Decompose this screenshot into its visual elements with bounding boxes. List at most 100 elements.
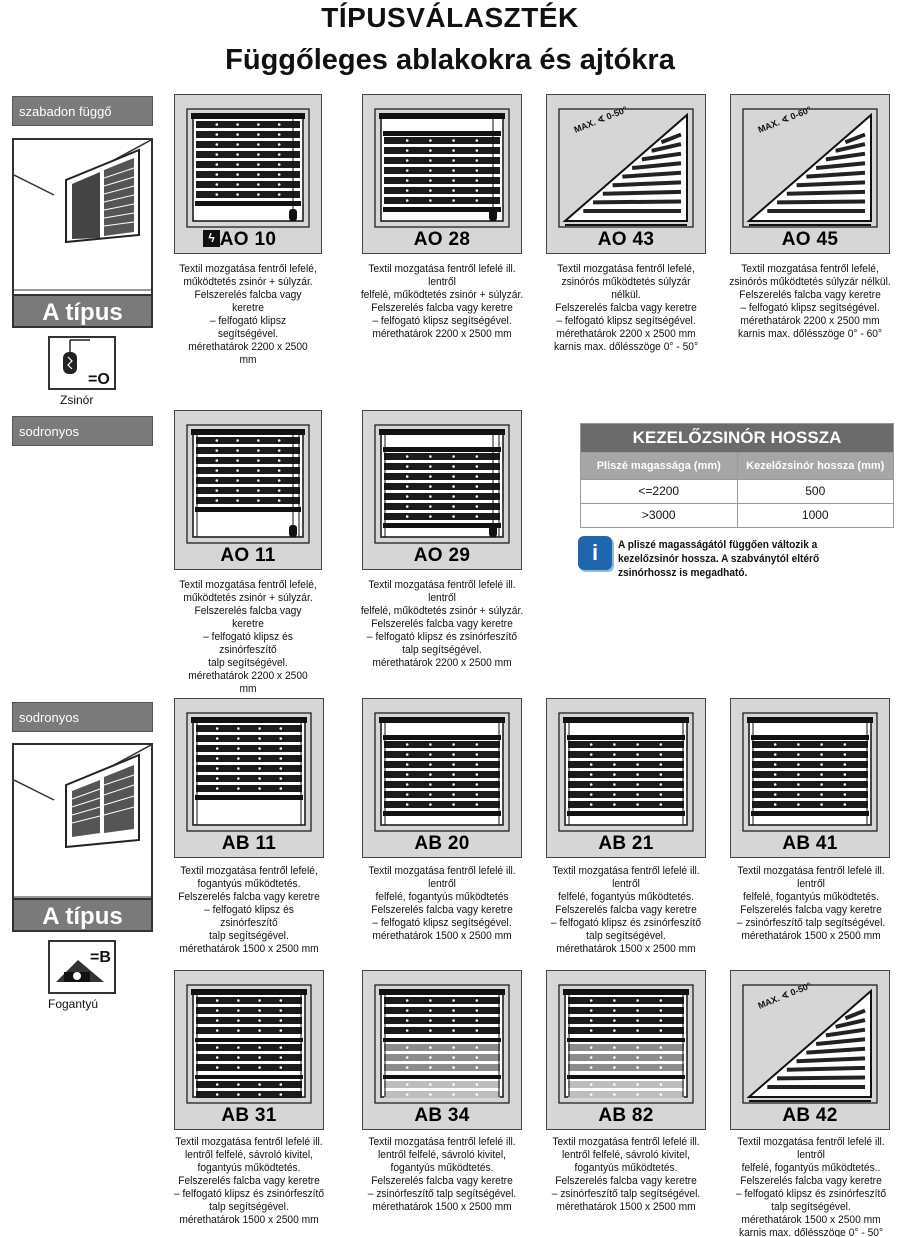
product-description: Textil mozgatása fentről lefelé, működte… [179, 263, 317, 366]
pleat [196, 765, 302, 772]
table-row: >3000 1000 [581, 503, 893, 527]
blind-diagram [186, 108, 310, 228]
type-banner: A típus [12, 294, 153, 328]
pleat [384, 187, 500, 194]
blind-diagram [186, 984, 312, 1104]
pleat [196, 467, 300, 474]
product-card: AB 21 [546, 698, 706, 858]
pleat [384, 1007, 500, 1014]
blind-diagram [186, 424, 310, 544]
pleat [196, 745, 302, 752]
blind-diagram [374, 424, 510, 544]
pleat [196, 755, 302, 762]
product-card: AO 29 [362, 410, 522, 570]
pleat [384, 1044, 500, 1051]
pleat [196, 1007, 302, 1014]
pleat [384, 791, 500, 798]
product-code: AB 42 [782, 1105, 838, 1126]
pleat [384, 761, 500, 768]
product-code: AO 29 [413, 545, 471, 566]
pleat [196, 1091, 302, 1098]
product-card: AB 11 [174, 698, 324, 858]
product-code: AB 11 [221, 833, 277, 854]
product-description: Textil mozgatása fentről lefelé, zsinóró… [729, 263, 891, 340]
handle-control-icon: =B [48, 940, 116, 994]
cord-length-table: KEZELŐZSINÓR HOSSZA Pliszé magassága (mm… [580, 423, 894, 528]
pleat [568, 801, 684, 808]
pleat [196, 457, 300, 464]
product-description: Textil mozgatása fentről lefelé ill. len… [368, 865, 516, 942]
table-cell: >3000 [641, 508, 676, 522]
product-card: MAX. ∢ 0-50°AO 43 [546, 94, 706, 254]
pleat [568, 751, 684, 758]
product-card: AB 82 [546, 970, 706, 1130]
pleat [196, 775, 302, 782]
pleat [384, 1054, 500, 1061]
pleat [384, 1091, 500, 1098]
pleat [196, 1064, 302, 1071]
pleat [384, 473, 500, 480]
pleat [752, 801, 868, 808]
pleat [196, 141, 300, 148]
blind-diagram [374, 712, 510, 832]
pleat [384, 997, 500, 1004]
section-label-free-hanging: szabadon függő [12, 96, 153, 126]
pleat [196, 477, 300, 484]
section-label-wire-guided: sodronyos megvezetés [12, 416, 153, 469]
pleat [196, 1081, 302, 1088]
pleat [384, 197, 500, 204]
pleat [196, 1017, 302, 1024]
product-description: Textil mozgatása fentről lefelé ill. len… [173, 1136, 325, 1226]
pleat [568, 1054, 684, 1061]
product-code: AO 45 [781, 229, 839, 250]
product-card: MAX. ∢ 0-60°AO 45 [730, 94, 890, 254]
table-header-cell: Pliszé magassága (mm) [581, 453, 737, 479]
pleat [384, 493, 500, 500]
product-card: AB 31 [174, 970, 324, 1130]
info-note: i A pliszé magasságától függően változik… [578, 536, 898, 579]
product-code: AB 31 [221, 1105, 277, 1126]
blind-diagram [374, 108, 510, 228]
pleat [384, 453, 500, 460]
pleat [196, 497, 300, 504]
table-title: KEZELŐZSINÓR HOSSZA [581, 424, 893, 452]
pleat [568, 1027, 684, 1034]
product-description: Textil mozgatása fentről lefelé ill. len… [550, 865, 702, 955]
product-code: AB 41 [782, 833, 838, 854]
pleat [196, 161, 300, 168]
product-card: AB 41 [730, 698, 890, 858]
pleat [568, 741, 684, 748]
product-description: Textil mozgatása fentről lefelé ill. len… [736, 865, 886, 942]
product-code: AO 43 [597, 229, 655, 250]
blind-diagram: MAX. ∢ 0-50° [742, 980, 878, 1104]
product-card: MAX. ∢ 0-50°AB 42 [730, 970, 890, 1130]
pleat [752, 771, 868, 778]
pleat [384, 771, 500, 778]
cord-label: Zsinór [60, 393, 94, 407]
pleat [196, 121, 300, 128]
info-icon: i [578, 536, 612, 570]
pleat [384, 177, 500, 184]
pleat [568, 1017, 684, 1024]
product-description: Textil mozgatása fentről lefelé ill. len… [360, 579, 524, 669]
pleat [384, 751, 500, 758]
pleat [384, 1017, 500, 1024]
page-subtitle: Függőleges ablakokra és ajtókra [225, 44, 675, 76]
pleat [196, 437, 300, 444]
room-illustration-2 [12, 743, 153, 903]
product-description: Textil mozgatása fentről lefelé, foganty… [178, 865, 320, 955]
product-card: AO 11 [174, 410, 322, 570]
pleat [568, 997, 684, 1004]
blind-diagram [558, 712, 694, 832]
pleat [384, 781, 500, 788]
blind-diagram: MAX. ∢ 0-50° [558, 104, 694, 228]
table-cell: 500 [736, 480, 894, 503]
pleat [384, 801, 500, 808]
handle-label: Fogantyú [48, 997, 99, 1011]
pleat [196, 447, 300, 454]
pleat [384, 137, 500, 144]
pleat [384, 1064, 500, 1071]
blind-diagram [186, 712, 312, 832]
pleat [384, 1027, 500, 1034]
